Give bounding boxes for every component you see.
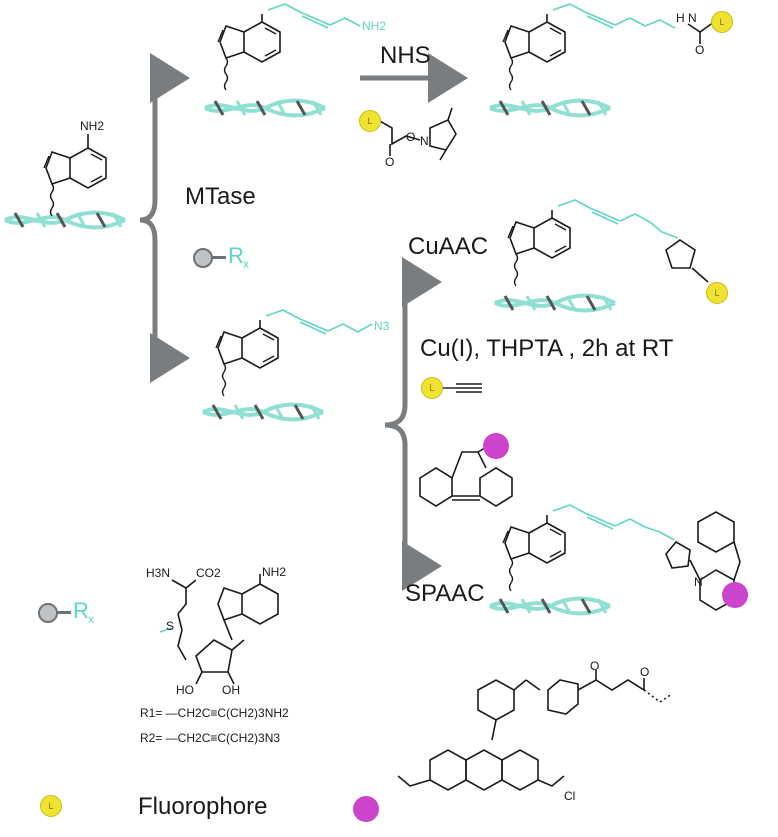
nhs-ester (377, 107, 457, 161)
sam-h3n-label: H3N (146, 566, 171, 580)
cofactor-rx-symbol-top: R x (193, 243, 263, 271)
nhs-ester-o2-label: O (385, 155, 395, 169)
rx-sub-label: x (88, 612, 94, 626)
sam-cofactor (159, 574, 279, 685)
sam-co2-label: CO2 (196, 566, 221, 580)
top-nh2-label: NH2 (362, 19, 387, 33)
r1-formula: R1= —CH2C≡C(CH2)3NH2 (140, 706, 289, 720)
spaac-label: SPAAC (405, 580, 485, 607)
yellow-legend-dot: L (40, 795, 62, 817)
magenta-fluorophore-dot (722, 582, 748, 608)
rhod-o-label: O (590, 659, 600, 673)
sam-s-label: S (166, 619, 175, 633)
nhs-product (488, 3, 715, 118)
azide-adenine (201, 309, 373, 422)
cuaac-product (493, 199, 709, 313)
alkyne-reagent (442, 383, 482, 393)
nhs-ester-n-label: N (420, 134, 429, 148)
start-nh2-label: NH2 (80, 119, 105, 133)
rx-r-label: R (73, 598, 89, 623)
spaac-n-label: N (694, 575, 703, 589)
dbco-reagent (419, 445, 513, 507)
nhs-ester-o-label: O (406, 130, 416, 144)
yellow-label-dot: L (711, 11, 733, 33)
mtase-bracket-arrows (139, 53, 190, 383)
rhodamine-structure (397, 670, 673, 791)
yellow-label-dot: L (706, 282, 728, 304)
sam-ho-label: HO (176, 683, 194, 697)
r2-formula: R2= —CH2C≡C(CH2)3N3 (140, 731, 281, 745)
magenta-fluorophore-dot (483, 433, 509, 459)
rx-sub-label: x (243, 257, 249, 271)
azide-n3-label: N3 (374, 319, 390, 333)
yellow-label-dot: L (359, 110, 381, 132)
nhs-product-o-label: O (695, 43, 705, 57)
rhod-cl-label: Cl (564, 789, 576, 803)
nhs-product-nh-label: H N (676, 11, 697, 25)
sam-nh2-label: NH2 (262, 565, 287, 579)
cuaac-label: CuAAC (408, 233, 489, 260)
yellow-label-dot: L (421, 377, 443, 399)
cu-conditions-label: Cu(I), THPTA , 2h at RT (420, 335, 674, 362)
click-bracket-arrows (384, 257, 442, 591)
mtase-label: MTase (185, 183, 256, 210)
magenta-legend-dot (353, 796, 379, 822)
rhod-o2-label: O (640, 665, 650, 679)
spaac-product (488, 504, 741, 616)
rx-r-label: R (228, 243, 244, 268)
cofactor-rx-symbol-bottom: R x (38, 598, 108, 626)
fluorophore-label: Fluorophore (138, 793, 268, 820)
top-adenine-amine (203, 3, 361, 118)
sam-oh-label: OH (222, 683, 240, 697)
start-adenine (3, 134, 127, 230)
nhs-label: NHS (380, 42, 431, 69)
